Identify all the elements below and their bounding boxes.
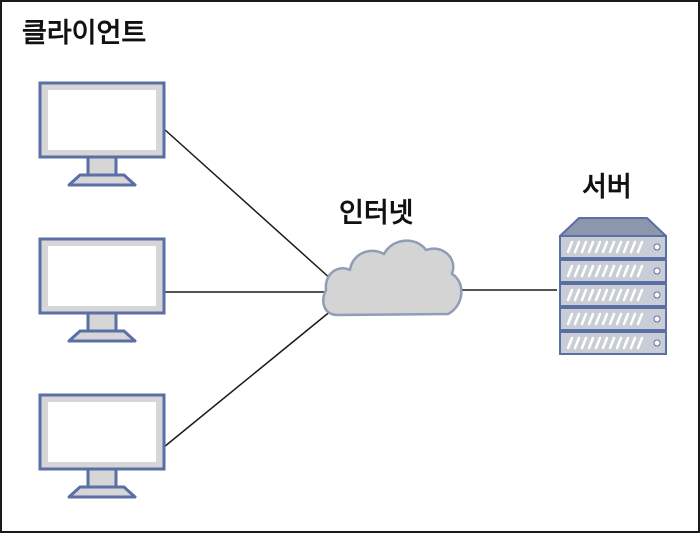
connection-line-client-1 <box>163 128 333 281</box>
monitor-icon <box>38 81 166 187</box>
server-label: 서버 <box>582 172 632 203</box>
server-rack-icon <box>559 217 667 355</box>
client-label: 클라이언트 <box>22 18 147 49</box>
connection-line-client-3 <box>163 309 333 448</box>
client-monitor-2 <box>38 237 166 343</box>
internet-label: 인터넷 <box>339 198 414 229</box>
server-rack <box>559 217 667 355</box>
monitor-icon <box>38 393 166 499</box>
client-monitor-3 <box>38 393 166 499</box>
client-monitor-1 <box>38 81 166 187</box>
monitor-icon <box>38 237 166 343</box>
cloud-icon <box>322 239 463 317</box>
connection-lines <box>163 128 557 448</box>
internet-cloud <box>322 239 463 317</box>
